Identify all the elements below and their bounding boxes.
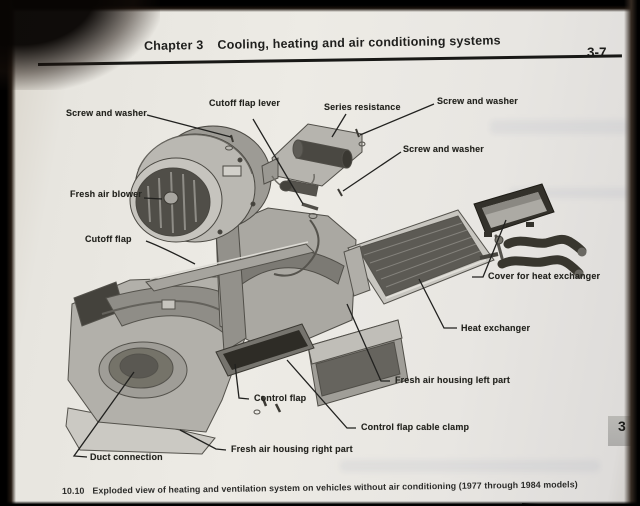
heat-exchanger-cover-part [473,183,555,237]
label-series-resistance: Series resistance [324,102,401,112]
label-fresh-air-housing-left-part: Fresh air housing left part [395,375,511,385]
label-cover-for-heat-exchanger: Cover for heat exchanger [488,271,601,281]
thumb-tab-number: 3 [618,418,626,434]
label-control-flap-cable-clamp: Control flap cable clamp [361,422,470,432]
label-fresh-air-blower: Fresh air blower [70,189,142,199]
label-heat-exchanger: Heat exchanger [461,323,531,333]
series-resistance-part [261,123,366,219]
heater-hoses-part [494,234,587,279]
scan-corner-shadow [0,0,160,90]
label-control-flap: Control flap [254,393,307,403]
scan-edge-top [0,0,640,12]
fresh-air-blower-part [129,125,272,243]
leader-lines [72,103,507,458]
label-screw-and-washer-1: Screw and washer [66,108,147,118]
figure-number: 10.10 [61,485,85,496]
exploded-diagram-illustration [65,103,587,458]
print-bleed-through-artifact [490,120,630,134]
print-bleed-through-artifact [340,460,600,472]
label-cutoff-flap: Cutoff flap [85,234,132,244]
label-duct-connection: Duct connection [90,452,163,462]
label-screw-and-washer-2: Screw and washer [437,96,518,106]
label-screw-and-washer-3: Screw and washer [403,144,484,154]
scan-edge-bottom [0,501,640,506]
cutoff-flap-part [145,241,315,292]
exploded-view-figure: Screw and washer Cutoff flap lever Serie… [10,8,640,506]
scan-edge-left [0,0,16,506]
scan-edge-right [624,0,640,506]
label-cutoff-flap-lever: Cutoff flap lever [209,98,281,108]
label-fresh-air-housing-right-part: Fresh air housing right part [231,444,353,454]
heat-exchanger-part [343,209,499,305]
fresh-air-housing-left-part [215,207,409,415]
control-flap-part [215,323,315,377]
print-bleed-through-artifact [510,188,630,198]
